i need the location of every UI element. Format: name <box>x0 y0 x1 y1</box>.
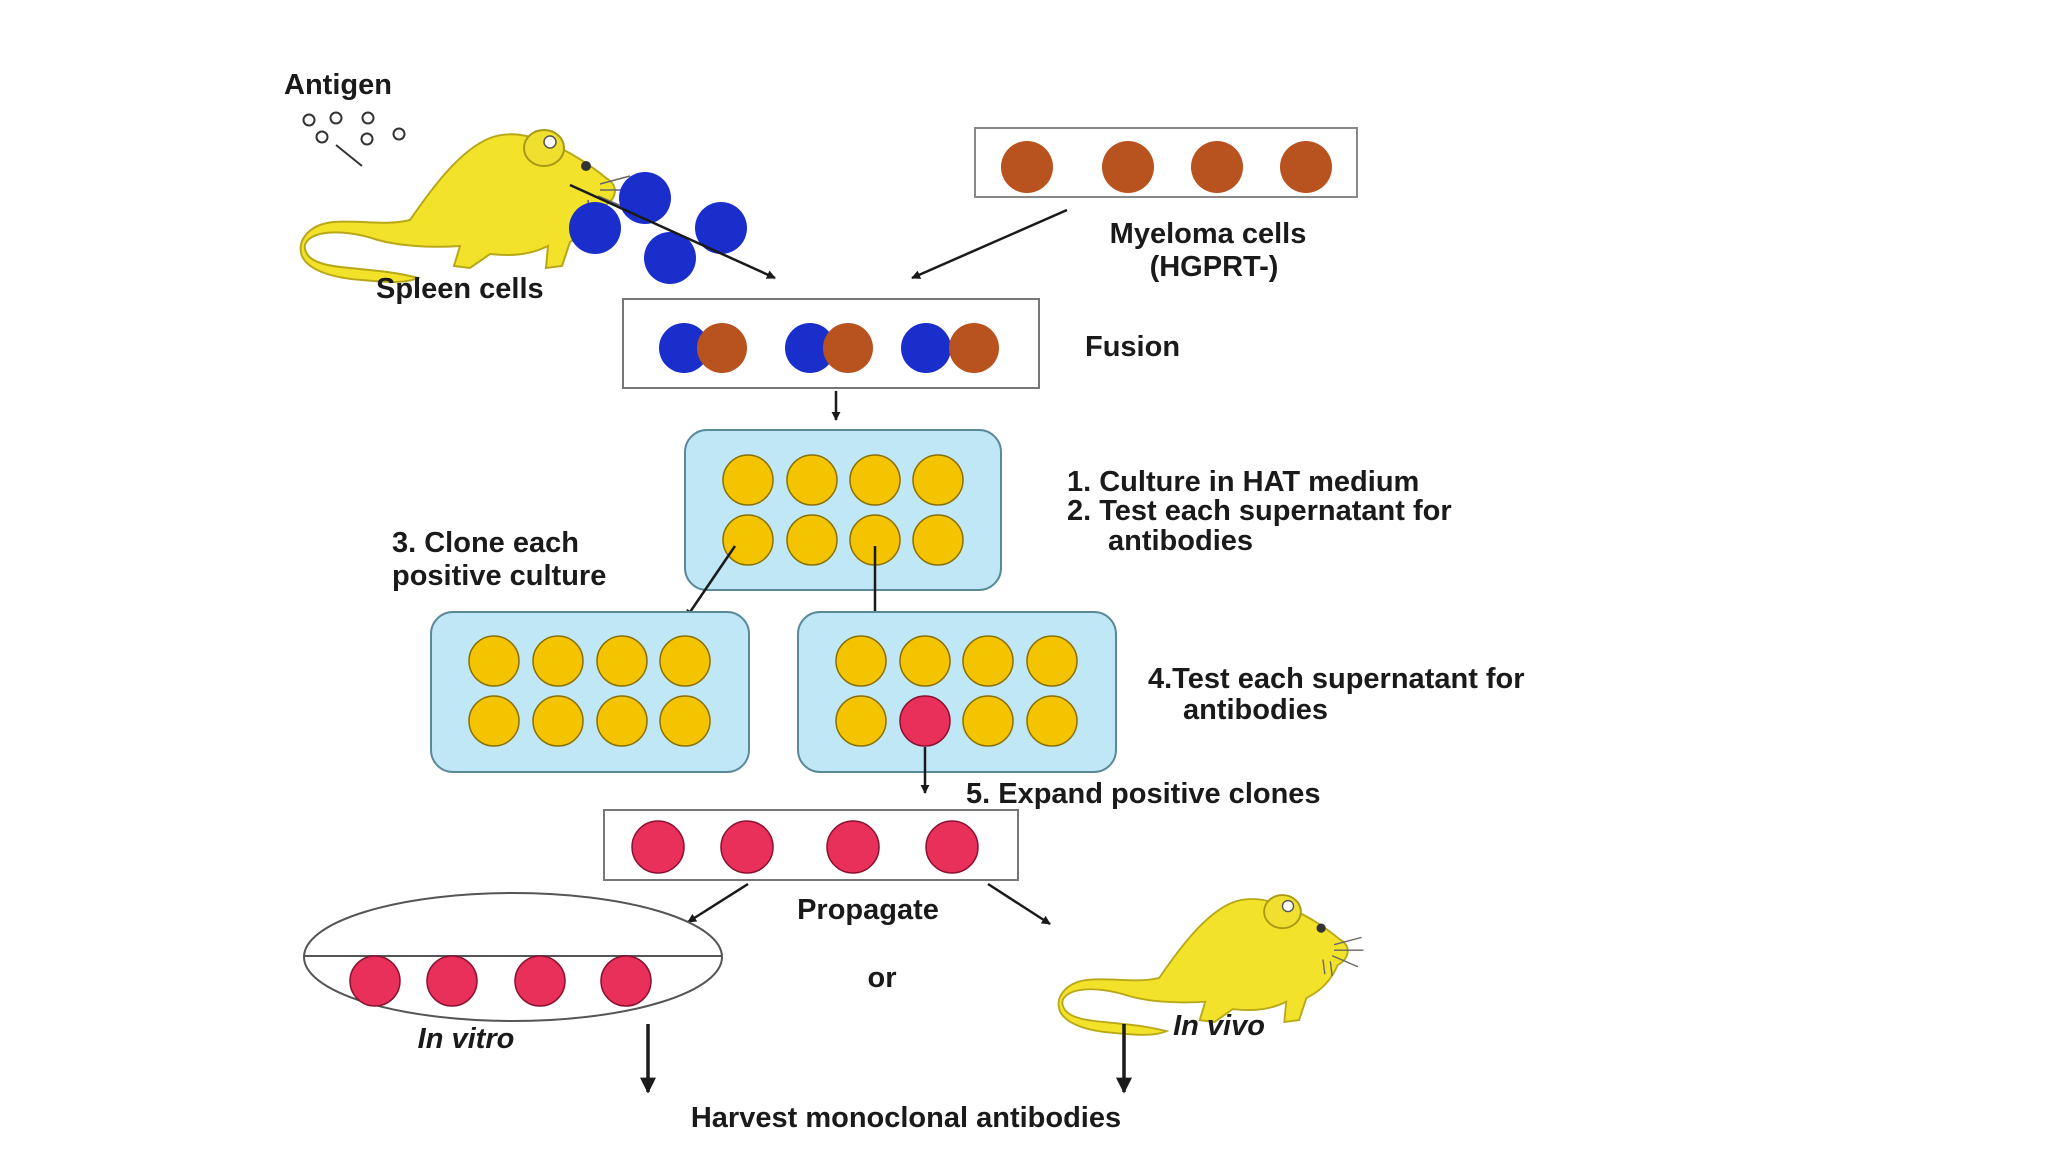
in-vitro-label: In vitro <box>418 1023 515 1055</box>
myeloma-cells <box>1001 141 1332 193</box>
in-vivo-label: In vivo <box>1173 1010 1265 1042</box>
arrow-to-in-vivo <box>987 882 1051 926</box>
arrow-spleen-to-fusion <box>569 183 776 280</box>
step2-label-cont: antibodies <box>1108 525 1253 557</box>
clone-plate-left <box>430 611 750 773</box>
antigen-dots-icon <box>302 111 406 146</box>
clone-plate-right <box>797 611 1117 773</box>
or-label: or <box>868 962 897 994</box>
antigen-label: Antigen <box>284 69 392 101</box>
spleen-cells-label: Spleen cells <box>376 273 544 305</box>
myeloma-cells-label: Myeloma cells <box>1110 218 1307 250</box>
arrow-myeloma-to-fusion <box>911 208 1068 280</box>
harvest-label: Harvest monoclonal antibodies <box>691 1102 1121 1134</box>
step3-label: 3. Clone each <box>392 527 579 559</box>
injection-line <box>335 144 363 167</box>
propagate-label: Propagate <box>797 894 939 926</box>
fusion-label: Fusion <box>1085 331 1180 363</box>
step5-label: 5. Expand positive clones <box>966 778 1321 810</box>
mouse-icon <box>1057 894 1364 1036</box>
fused-cells <box>659 323 999 373</box>
step4-label-cont: antibodies <box>1183 694 1328 726</box>
expanded-clone-cells <box>631 820 979 874</box>
spleen-cells <box>569 172 747 284</box>
step4-label: 4.Test each supernatant for <box>1148 663 1525 695</box>
clone-cells-right <box>835 635 1078 747</box>
hat-culture-plate <box>684 429 1002 591</box>
step3-label-cont: positive culture <box>392 560 606 592</box>
arrow-to-in-vitro <box>687 882 749 924</box>
hybridoma-cells <box>722 454 964 566</box>
step1-label: 1. Culture in HAT medium <box>1067 466 1419 498</box>
step2-label: 2. Test each supernatant for <box>1067 495 1452 527</box>
arrow-clone-left <box>684 545 737 619</box>
in-vitro-cells <box>349 955 652 1007</box>
positive-clone-cell <box>899 695 951 747</box>
clone-cells-left <box>468 635 711 747</box>
myeloma-hgprt-label: (HGPRT-) <box>1150 251 1279 283</box>
